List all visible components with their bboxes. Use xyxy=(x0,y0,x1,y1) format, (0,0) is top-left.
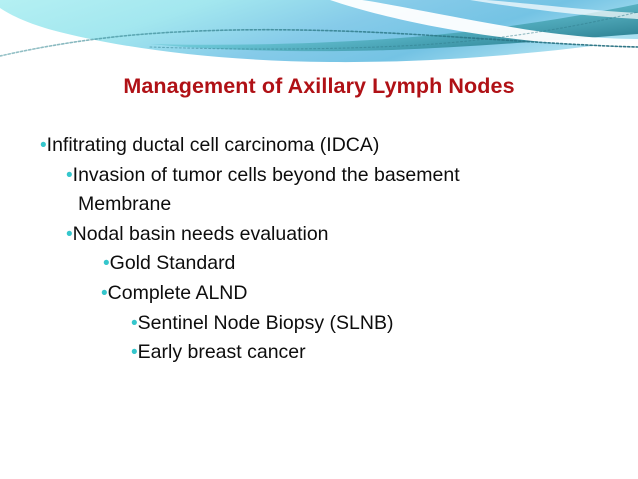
header-wave-decoration xyxy=(0,0,638,72)
bullet-text: Sentinel Node Biopsy (SLNB) xyxy=(137,311,394,334)
bullet-text: Complete ALND xyxy=(107,281,248,304)
bullet-text: Early breast cancer xyxy=(137,341,306,364)
bullet-marker: • xyxy=(66,164,73,186)
bullet-marker: • xyxy=(40,135,47,156)
bullet-marker: • xyxy=(66,223,73,245)
bullet-continuation-line: Membrane xyxy=(0,190,638,220)
bullet-marker: • xyxy=(131,312,138,334)
bullet-line: •Complete ALND xyxy=(0,279,638,309)
bullet-text: Membrane xyxy=(78,193,172,216)
bullet-marker: • xyxy=(101,282,108,304)
bullet-marker: • xyxy=(103,253,110,275)
bullet-line: •Sentinel Node Biopsy (SLNB) xyxy=(0,309,638,339)
slide-body-content: •Infitrating ductal cell carcinoma (IDCA… xyxy=(0,131,638,368)
bullet-line: •Nodal basin needs evaluation xyxy=(0,220,638,250)
bullet-line: •Early breast cancer xyxy=(0,338,638,368)
slide-title: Management of Axillary Lymph Nodes xyxy=(123,74,515,98)
bullet-line: •Infitrating ductal cell carcinoma (IDCA… xyxy=(0,131,638,161)
bullet-marker: • xyxy=(131,342,138,364)
bullet-text: Nodal basin needs evaluation xyxy=(72,222,329,245)
bullet-text: Invasion of tumor cells beyond the basem… xyxy=(72,163,460,186)
bullet-text: Gold Standard xyxy=(109,252,236,275)
wave-graphic xyxy=(0,0,638,72)
bullet-line: • Gold Standard xyxy=(0,249,638,279)
bullet-line: •Invasion of tumor cells beyond the base… xyxy=(0,161,638,191)
bullet-text: Infitrating ductal cell carcinoma (IDCA) xyxy=(46,134,380,156)
